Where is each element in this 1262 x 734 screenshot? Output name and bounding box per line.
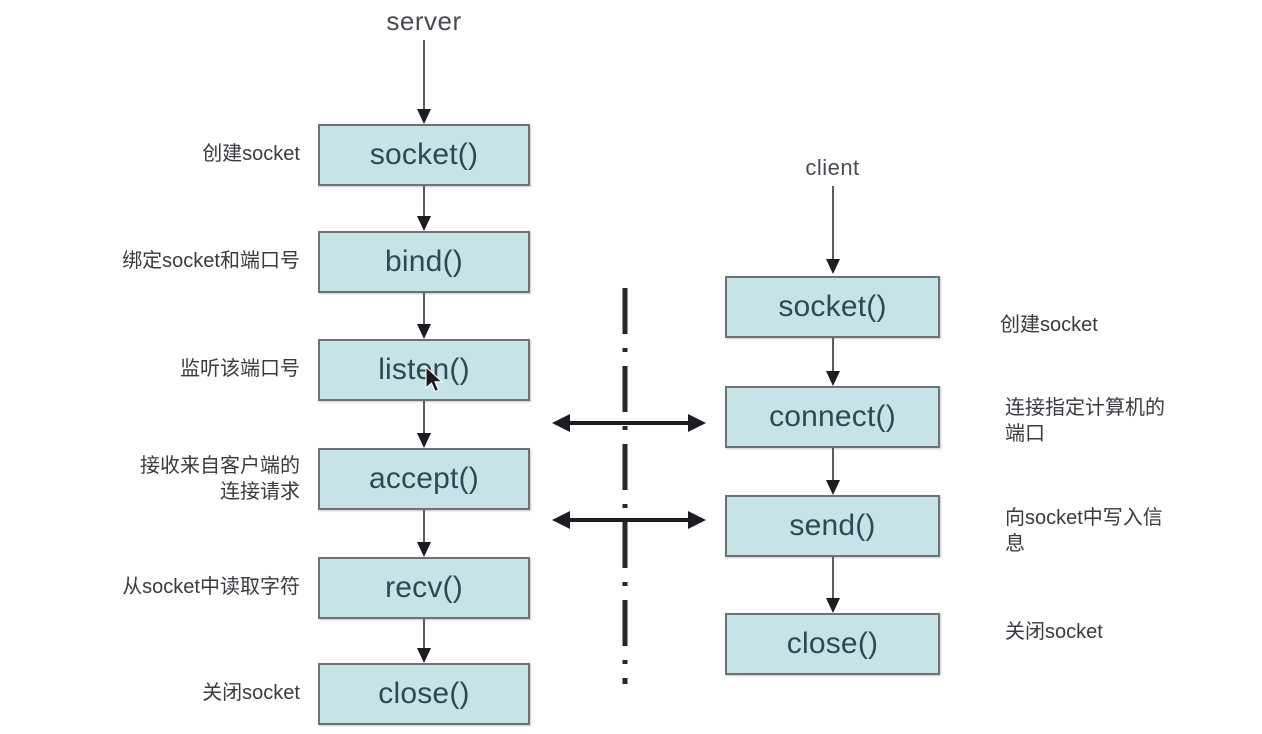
server-annotation-listen: 监听该端口号 <box>180 358 300 380</box>
server-arrow-listen-to-accept <box>417 401 431 448</box>
server-arrow-recv-to-close <box>417 619 431 663</box>
client-arrow-socket-to-connect <box>826 338 840 386</box>
server-arrow-socket-to-bind <box>417 186 431 231</box>
client-entry-arrow <box>826 186 840 274</box>
client-column-title: client <box>805 155 860 180</box>
server-node-socket[interactable]: socket() <box>318 124 530 186</box>
server-client-divider <box>622 288 628 684</box>
exchange-arrow-data <box>552 511 706 529</box>
client-node-socket[interactable]: socket() <box>725 276 940 338</box>
server-annotation-recv: 从socket中读取字符 <box>122 576 300 598</box>
server-node-close[interactable]: close() <box>318 663 530 725</box>
exchange-arrow-connection <box>552 414 706 432</box>
server-node-recv[interactable]: recv() <box>318 557 530 619</box>
server-node-accept[interactable]: accept() <box>318 448 530 510</box>
server-arrow-accept-to-recv <box>417 510 431 557</box>
server-annotation-socket: 创建socket <box>202 143 300 165</box>
client-arrow-connect-to-send <box>826 448 840 495</box>
client-node-connect[interactable]: connect() <box>725 386 940 448</box>
client-annotation-socket: 创建socket <box>1000 314 1098 336</box>
server-node-listen[interactable]: listen() <box>318 339 530 401</box>
client-annotation-send: 向socket中写入信 息 <box>1005 507 1163 555</box>
client-annotation-connect: 连接指定计算机的 端口 <box>1005 397 1165 445</box>
server-annotation-close: 关闭socket <box>202 682 300 704</box>
client-node-send[interactable]: send() <box>725 495 940 557</box>
server-entry-arrow <box>417 40 431 124</box>
client-arrow-send-to-close <box>826 557 840 613</box>
server-annotation-accept: 接收来自客户端的 连接请求 <box>140 455 300 503</box>
server-node-bind[interactable]: bind() <box>318 231 530 293</box>
server-column-title: server <box>386 6 462 36</box>
client-annotation-close: 关闭socket <box>1005 621 1103 643</box>
client-node-close[interactable]: close() <box>725 613 940 675</box>
server-annotation-bind: 绑定socket和端口号 <box>122 250 300 272</box>
server-arrow-bind-to-listen <box>417 293 431 339</box>
